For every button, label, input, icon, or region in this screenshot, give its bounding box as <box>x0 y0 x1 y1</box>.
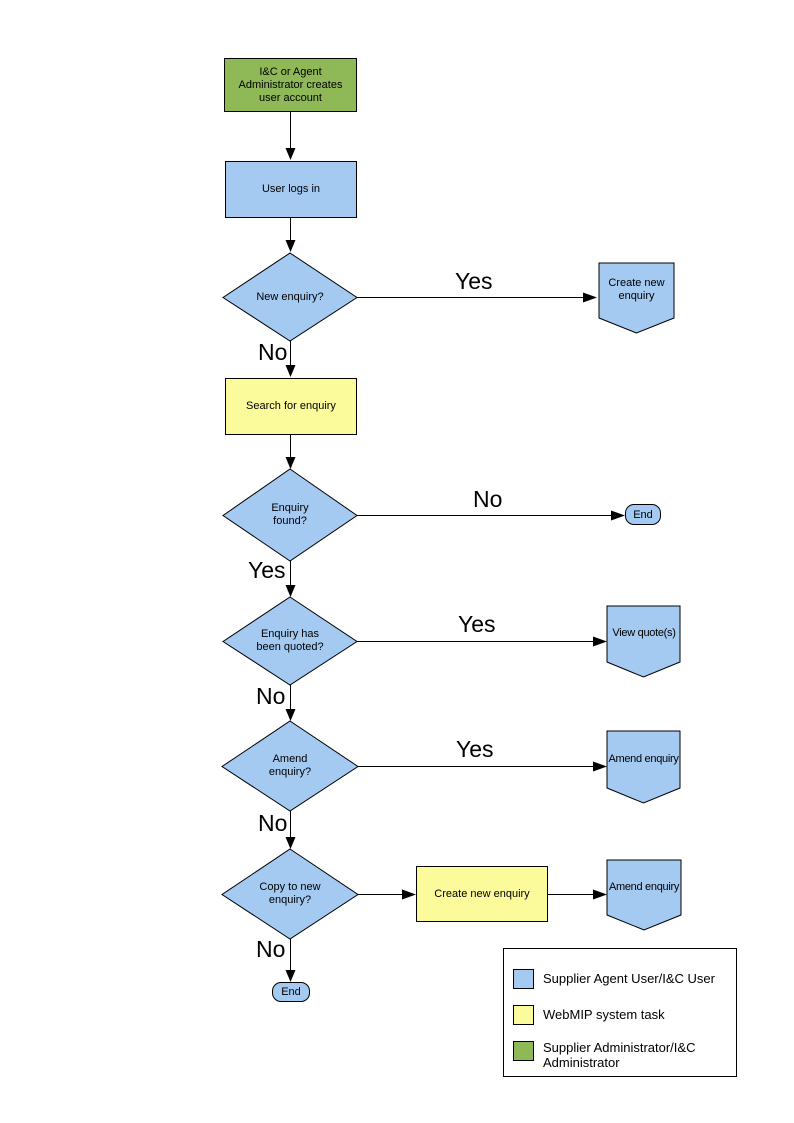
arrowhead-down-6 <box>285 709 296 721</box>
arrowhead-down-8 <box>285 970 296 982</box>
arrowhead-down-3 <box>285 365 296 377</box>
legend-label-blue: Supplier Agent User/I&C User <box>543 971 715 986</box>
decision-enquiry-found-shape <box>222 468 358 562</box>
arrowhead-down-1 <box>285 148 296 160</box>
decision-enquiry-quoted-shape <box>222 596 358 686</box>
arrowhead-right-5 <box>402 889 416 900</box>
edge-label-enquiry-found-no: No <box>473 486 503 512</box>
edge-label-new-enquiry-no: No <box>258 339 288 365</box>
arrowhead-down-2 <box>285 240 296 252</box>
edge-label-enquiry-found-yes: Yes <box>248 557 286 583</box>
arrowhead-right-2 <box>611 510 625 521</box>
edge-label-amend-enquiry-no: No <box>258 810 288 836</box>
decision-diamonds <box>221 252 359 940</box>
terminator-end-not-found: End <box>625 504 661 525</box>
terminator-end-final: End <box>272 982 310 1002</box>
decision-amend-enquiry-shape <box>221 720 359 812</box>
process-admin-creates-account: I&C or Agent Administrator creates user … <box>224 58 357 112</box>
offpage-amend-enquiry-1-shape <box>606 730 681 804</box>
edge-label-enquiry-quoted-yes: Yes <box>458 611 496 637</box>
offpage-amend-enquiry-2-shape <box>606 859 682 931</box>
offpage-pentagons <box>598 262 682 931</box>
task-search-for-enquiry: Search for enquiry <box>225 378 357 435</box>
legend-box: Supplier Agent User/I&C User WebMIP syst… <box>503 948 737 1077</box>
arrowhead-right-1 <box>583 292 597 303</box>
arrowhead-right-4 <box>593 761 607 772</box>
arrowhead-down-5 <box>285 585 296 597</box>
legend-swatch-blue <box>513 969 534 989</box>
decision-copy-to-new-shape <box>221 848 359 940</box>
process-user-logs-in: User logs in <box>225 161 357 218</box>
edge-label-enquiry-quoted-no: No <box>256 683 286 709</box>
edge-label-copy-to-new-no: No <box>256 936 286 962</box>
task-create-new-enquiry: Create new enquiry <box>416 866 548 922</box>
arrowheads <box>285 148 625 982</box>
arrowhead-right-6 <box>593 889 607 900</box>
decision-new-enquiry-shape <box>222 252 358 342</box>
legend-label-yellow: WebMIP system task <box>543 1007 665 1022</box>
edge-label-new-enquiry-yes: Yes <box>455 268 493 294</box>
legend-swatch-yellow <box>513 1005 534 1025</box>
legend-label-green: Supplier Administrator/I&C Administrator <box>543 1040 696 1070</box>
offpage-view-quotes-shape <box>606 605 681 678</box>
arrowhead-down-4 <box>285 457 296 469</box>
arrowhead-down-7 <box>285 837 296 849</box>
offpage-create-new-enquiry-shape <box>598 262 675 334</box>
arrowhead-right-3 <box>593 636 607 647</box>
edge-label-amend-enquiry-yes: Yes <box>456 736 494 762</box>
legend-swatch-green <box>513 1041 534 1061</box>
connector-lines <box>290 112 612 971</box>
